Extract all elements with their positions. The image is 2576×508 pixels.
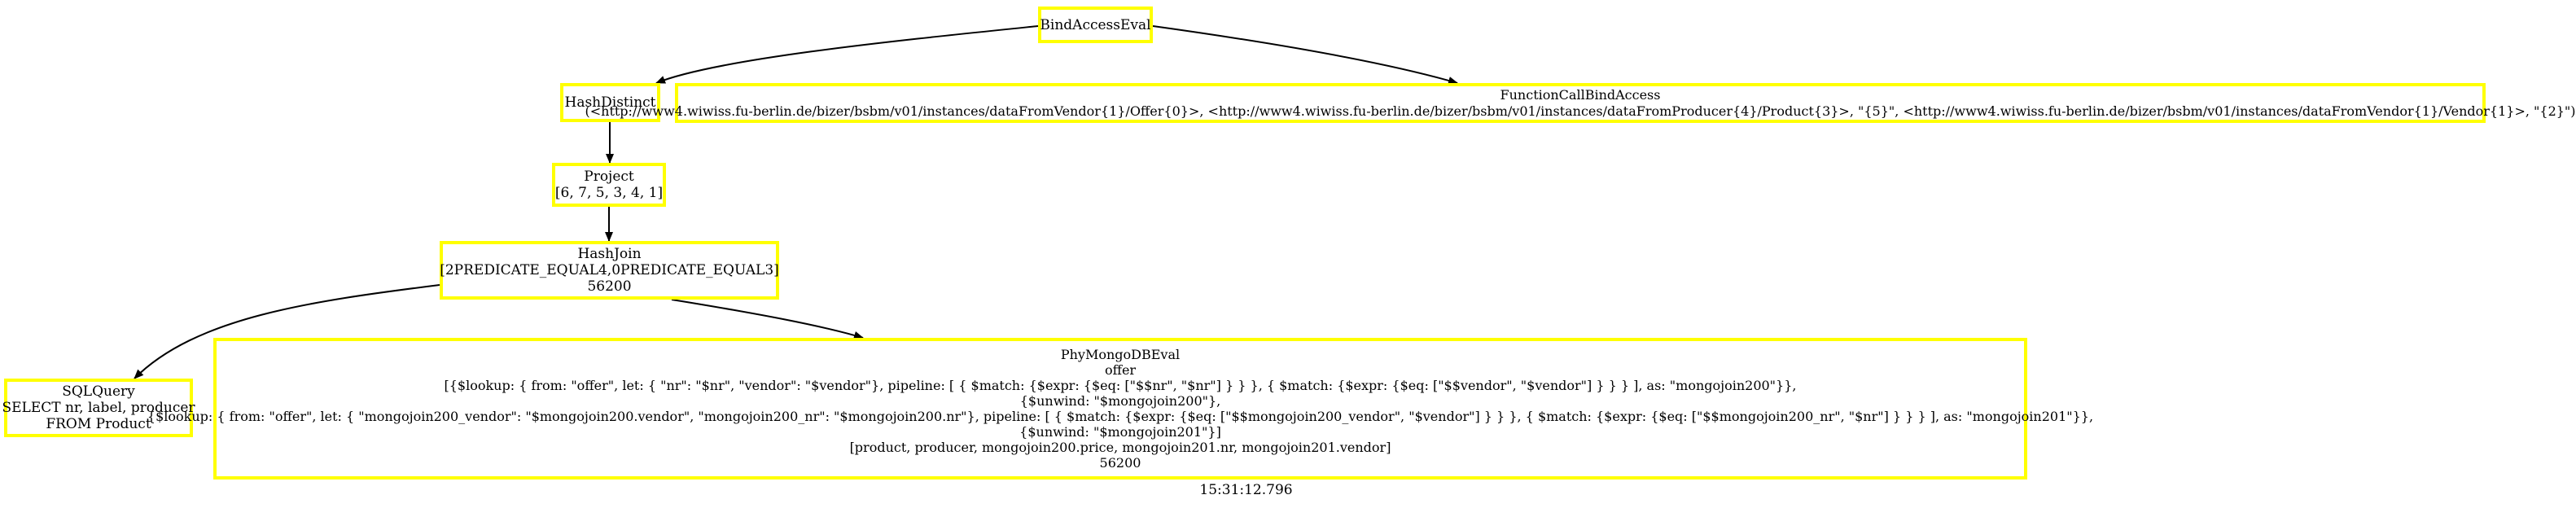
node-sql-query: SQLQuery SELECT nr, label, producer FROM… (2, 379, 195, 437)
node-project-title: Project (584, 169, 634, 185)
node-hash-join-count: 56200 (587, 278, 632, 295)
node-sql-query-select: SELECT nr, label, producer (2, 400, 195, 416)
node-hash-join-predicates: [2PREDICATE_EQUAL4,0PREDICATE_EQUAL3] (440, 262, 779, 278)
node-hash-distinct: HashDistinct (560, 83, 660, 122)
node-bind-access-eval: BindAccessEval (1038, 7, 1153, 43)
node-phy-mongodb-eval-pipeline-line-1: [{$lookup: { from: "offer", let: { "nr":… (444, 378, 1797, 393)
node-project: Project [6, 7, 5, 3, 4, 1] (552, 163, 666, 207)
node-sql-query-title: SQLQuery (62, 383, 135, 400)
node-phy-mongodb-eval-count: 56200 (1099, 455, 1141, 471)
node-hash-distinct-title: HashDistinct (564, 94, 656, 111)
node-phy-mongodb-eval-fields: [product, producer, mongojoin200.price, … (849, 440, 1391, 455)
node-function-call-bind-access-title: FunctionCallBindAccess (1500, 86, 1661, 103)
node-project-columns: [6, 7, 5, 3, 4, 1] (554, 185, 664, 201)
node-sql-query-from: FROM Product (46, 416, 151, 432)
edge-bind-to-functioncall (1152, 25, 1458, 85)
node-phy-mongodb-eval-pipeline-line-3: {$lookup: { from: "offer", let: { "mongo… (147, 409, 2094, 424)
node-phy-mongodb-eval-pipeline-line-4: {$unwind: "$mongojoin201"}] (1019, 424, 1221, 440)
node-function-call-bind-access: FunctionCallBindAccess (<http://www4.wiw… (585, 83, 2576, 123)
node-hash-join-title: HashJoin (577, 246, 642, 262)
edge-hashjoin-to-phymongodbeval (671, 299, 864, 339)
node-phy-mongodb-eval-pipeline-line-2: {$unwind: "$mongojoin200"}, (1019, 393, 1221, 409)
node-function-call-bind-access-args: (<http://www4.wiwiss.fu-berlin.de/bizer/… (585, 103, 2576, 119)
node-hash-join: HashJoin [2PREDICATE_EQUAL4,0PREDICATE_E… (440, 241, 779, 300)
node-bind-access-eval-title: BindAccessEval (1040, 16, 1151, 33)
node-phy-mongodb-eval: PhyMongoDBEval offer [{$lookup: { from: … (147, 338, 2093, 480)
edge-bind-to-hashdistinct (655, 25, 1039, 84)
node-phy-mongodb-eval-title: PhyMongoDBEval (1060, 347, 1181, 362)
timestamp-label: 15:31:12.796 (1199, 482, 1293, 498)
node-phy-mongodb-eval-collection: offer (1104, 362, 1137, 378)
